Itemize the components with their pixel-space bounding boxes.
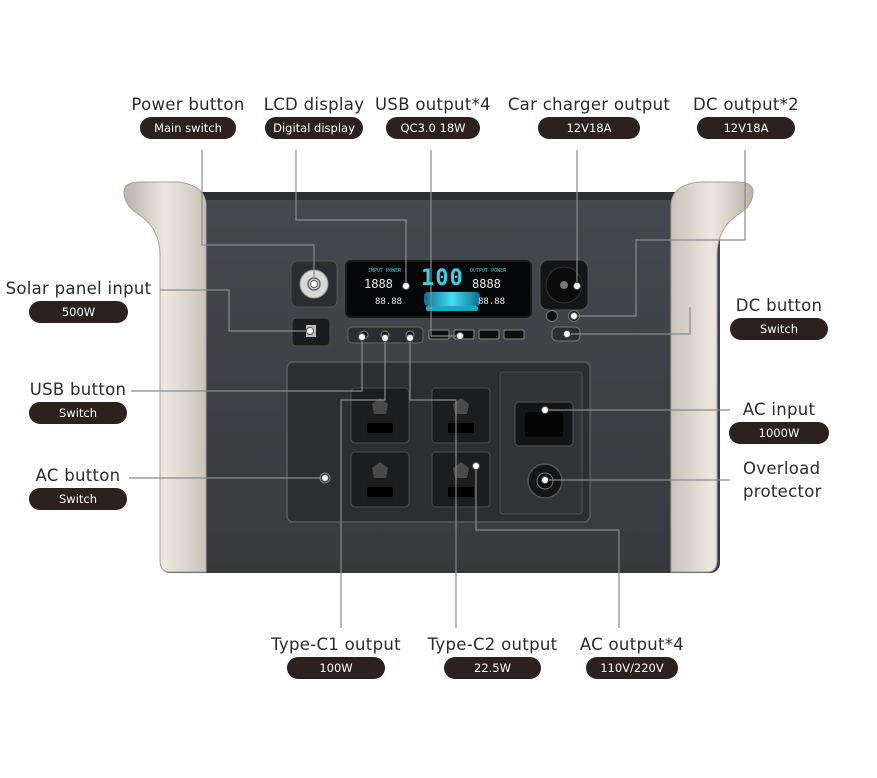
callout-title: AC input	[742, 400, 816, 419]
spec-pill: 500W	[28, 301, 129, 323]
callout-title: Solar panel input	[5, 279, 152, 298]
spec-pill: 100W	[287, 657, 385, 679]
callout-title: AC output*4	[579, 635, 685, 654]
ac-socket-2	[431, 387, 491, 444]
callout-lcd-display: LCD display Digital display	[257, 95, 371, 139]
spec-pill: 110V/220V	[586, 657, 678, 679]
callout-usb-button: USB button Switch	[20, 380, 136, 424]
callout-type-c1-output: Type-C1 output 100W	[262, 635, 410, 679]
spec-pill: QC3.0 18W	[386, 117, 480, 139]
lcd-screen	[345, 260, 532, 318]
lcd-input-value: 1888	[364, 277, 393, 291]
leader-lines	[129, 150, 746, 628]
callout-power-button: Power button Main switch	[128, 95, 248, 139]
callout-solar-panel-input: Solar panel input 500W	[0, 279, 157, 323]
spec-pill: Digital display	[265, 117, 363, 139]
lcd-input-small: 88.88	[375, 297, 403, 307]
callout-title: Car charger output	[507, 95, 671, 114]
ac-socket-3	[350, 451, 410, 508]
spec-pill: 1000W	[728, 422, 830, 444]
callout-ac-input: AC input 1000W	[722, 400, 836, 444]
spec-pill: 12V18A	[538, 117, 640, 139]
device-top-edge	[160, 192, 720, 200]
callout-title: Type-C1 output	[271, 635, 401, 654]
callout-title: Overload protector	[743, 459, 822, 501]
callout-title: Power button	[131, 95, 245, 114]
callout-usb-output: USB output*4 QC3.0 18W	[373, 95, 493, 139]
callout-title: AC button	[35, 466, 121, 485]
ac-socket-4	[431, 451, 491, 508]
callout-ac-output: AC output*4 110V/220V	[570, 635, 694, 679]
usb-port-1	[428, 329, 450, 340]
callout-title: Type-C2 output	[427, 635, 558, 654]
dc-output-port-1	[546, 310, 558, 322]
lcd-battery-percent: 100	[421, 266, 464, 291]
callout-dc-button: DC button Switch	[722, 296, 836, 340]
callout-overload-protector: Overload protector	[743, 457, 839, 503]
usb-port-3	[478, 329, 500, 340]
callout-ac-button: AC button Switch	[20, 466, 136, 510]
spec-pill: 12V18A	[697, 117, 795, 139]
callout-dc-output: DC output*2 12V18A	[686, 95, 806, 139]
spec-pill: 22.5W	[444, 657, 541, 679]
callout-type-c2-output: Type-C2 output 22.5W	[420, 635, 565, 679]
usb-port-4	[503, 329, 525, 340]
callout-title: LCD display	[263, 95, 365, 114]
spec-pill: Switch	[28, 402, 128, 424]
lcd-output-value: 8888	[472, 277, 501, 291]
callout-title: DC output*2	[693, 95, 799, 114]
ac-socket-1	[350, 387, 410, 444]
lcd-output-small: 88.88	[478, 297, 506, 307]
callout-title: DC button	[735, 296, 823, 315]
spec-pill: Main switch	[140, 117, 236, 139]
lcd-input-label: INPUT POWER	[368, 268, 402, 274]
callout-title: USB output*4	[375, 95, 491, 114]
lcd-output-label: OUTPUT POWER	[470, 268, 507, 274]
left-handle	[123, 181, 207, 573]
right-handle	[670, 181, 754, 573]
callout-car-charger-output: Car charger output 12V18A	[503, 95, 675, 139]
spec-pill: Switch	[729, 318, 829, 340]
callout-title: USB button	[29, 380, 127, 399]
spec-pill: Switch	[28, 488, 128, 510]
